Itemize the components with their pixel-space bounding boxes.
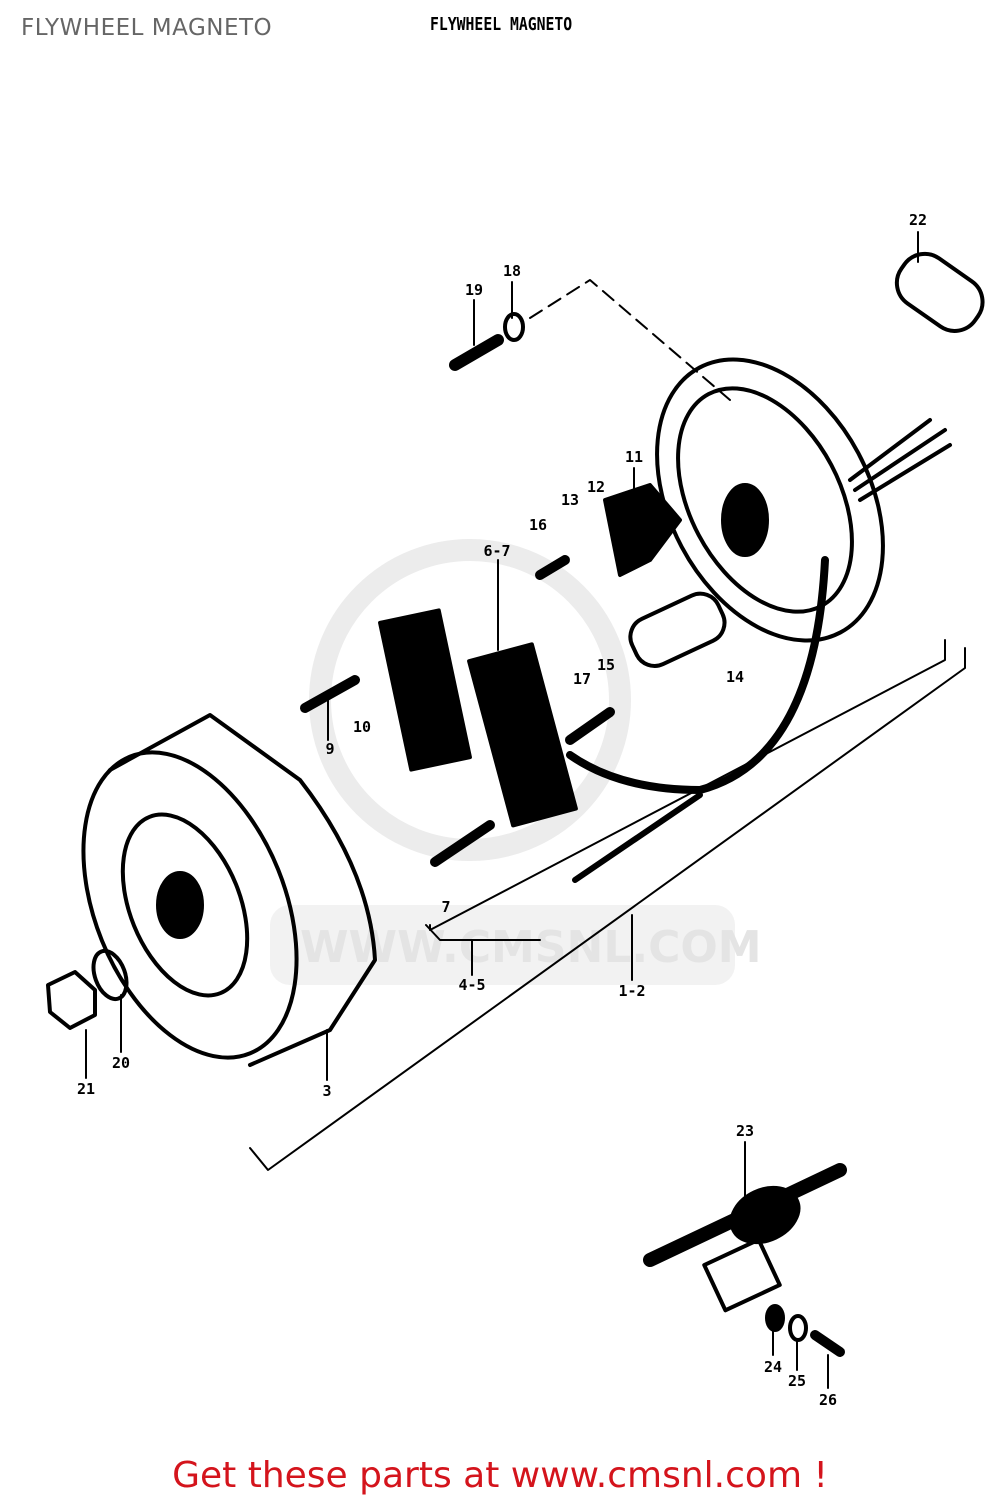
part-number-label: 12	[587, 478, 605, 496]
part-number-label: 24	[764, 1358, 782, 1376]
part-number-label: 11	[625, 448, 643, 466]
part-number-label: 3	[322, 1082, 331, 1100]
part-number-label: 7	[441, 898, 450, 916]
part-number-label: 23	[736, 1122, 754, 1140]
part-number-label: 17	[573, 670, 591, 688]
watermark-logo: WWW.CMSNL.COM	[270, 539, 762, 985]
washer	[91, 948, 129, 1002]
flywheel-rotor	[81, 713, 377, 1067]
screw	[810, 1330, 845, 1357]
part-number-label: 16	[529, 516, 547, 534]
coil	[378, 608, 472, 772]
part-number-label: 20	[112, 1054, 130, 1072]
cmsnl-parts-link[interactable]: Get these parts at www.cmsnl.com !	[172, 1455, 828, 1496]
part-number-label: 14	[726, 668, 744, 686]
washer	[788, 1314, 808, 1342]
part-number-label: 25	[788, 1372, 806, 1390]
ignition-coil	[643, 1163, 847, 1313]
label-leaders	[85, 231, 919, 1389]
watermark-text: WWW.CMSNL.COM	[300, 922, 762, 973]
nut	[46, 970, 97, 1030]
part-number-label: 21	[77, 1080, 95, 1098]
part-number-label: 9	[325, 740, 334, 758]
cover-cap	[894, 251, 985, 333]
screw	[430, 820, 495, 867]
part-number-label: 19	[465, 281, 483, 299]
coil	[467, 642, 578, 828]
part-number-label: 26	[819, 1391, 837, 1409]
screw	[449, 334, 504, 371]
part-number-label: 15	[597, 656, 615, 674]
assembly-bracket	[249, 639, 966, 1171]
washer	[765, 1304, 785, 1332]
contact-breaker	[603, 483, 682, 577]
screw	[300, 675, 360, 713]
part-number-label: 6-7	[483, 542, 510, 560]
part-number-label: 18	[503, 262, 521, 280]
part-number-label: 1-2	[618, 982, 645, 1000]
screw	[535, 555, 570, 580]
part-number-label: 22	[909, 211, 927, 229]
part-number-label: 10	[353, 718, 371, 736]
diagram-title: FLYWHEEL MAGNETO	[430, 14, 573, 35]
stator-plate	[655, 357, 952, 643]
condenser	[628, 591, 727, 668]
part-number-label: 13	[561, 491, 579, 509]
part-number-label: 4-5	[458, 976, 485, 994]
washer	[503, 312, 525, 342]
wire-lead	[572, 792, 703, 883]
leader-line	[529, 279, 731, 401]
wire-harness	[566, 556, 829, 794]
page-title: FLYWHEEL MAGNETO	[21, 15, 273, 41]
screw	[565, 707, 615, 745]
